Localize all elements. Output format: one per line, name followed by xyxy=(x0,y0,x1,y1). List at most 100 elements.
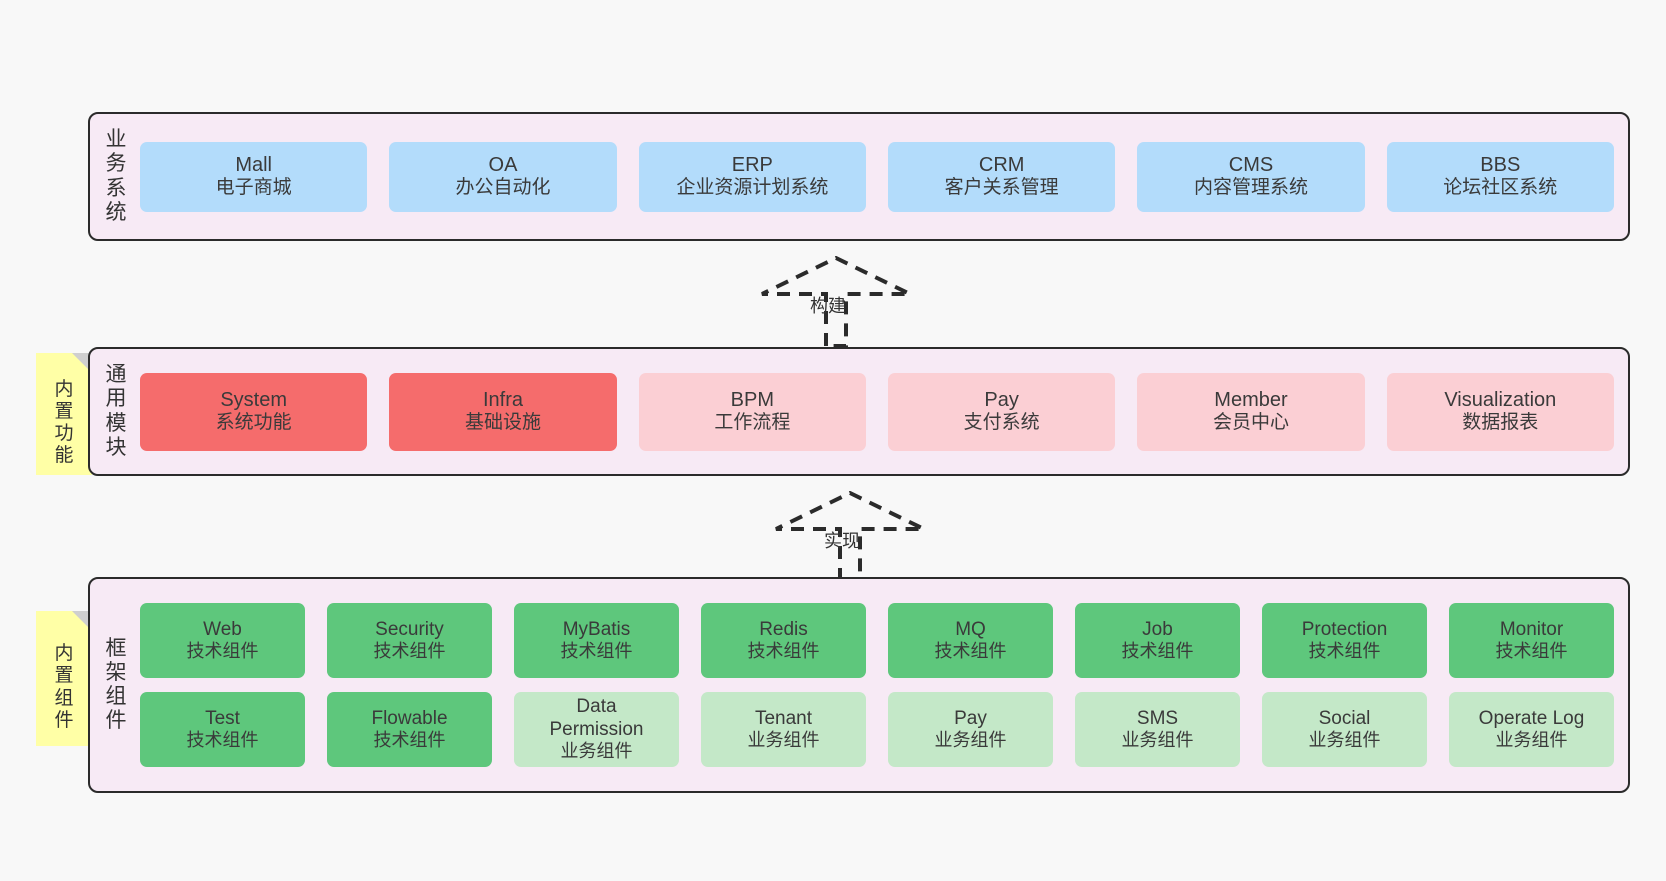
layer-common-modules: 通 用 模 块 System 系统功能 Infra 基础设施 BPM 工作流程 … xyxy=(88,347,1630,476)
box-erp-subtitle: 企业资源计划系统 xyxy=(676,177,829,199)
box-social-subtitle: 业务组件 xyxy=(1308,730,1381,751)
box-visualization-subtitle: 数据报表 xyxy=(1462,412,1539,434)
box-redis[interactable]: Redis 技术组件 xyxy=(701,603,866,678)
box-web[interactable]: Web 技术组件 xyxy=(140,603,305,678)
box-monitor-title: Monitor xyxy=(1499,618,1564,640)
box-security-title: Security xyxy=(375,618,444,640)
layer-business-systems: 业 务 系 统 Mall 电子商城 OA 办公自动化 ERP 企业资源计划系统 … xyxy=(88,112,1630,241)
box-system-subtitle: 系统功能 xyxy=(215,412,292,434)
box-mq-title: MQ xyxy=(955,618,986,640)
box-pay-module-title: Pay xyxy=(984,388,1019,411)
box-social[interactable]: Social 业务组件 xyxy=(1262,692,1427,767)
box-oa-subtitle: 办公自动化 xyxy=(455,177,551,199)
box-infra-subtitle: 基础设施 xyxy=(464,412,541,434)
box-oa-title: OA xyxy=(488,153,518,176)
layer-body-framework: Web 技术组件 Security 技术组件 MyBatis 技术组件 Redi… xyxy=(136,603,1628,767)
box-pay-module-subtitle: 支付系统 xyxy=(963,412,1040,434)
box-cms[interactable]: CMS 内容管理系统 xyxy=(1137,141,1365,212)
box-bpm[interactable]: BPM 工作流程 xyxy=(638,372,866,451)
box-mq-subtitle: 技术组件 xyxy=(934,641,1007,662)
box-member-title: Member xyxy=(1214,388,1288,411)
box-tenant-subtitle: 业务组件 xyxy=(747,730,820,751)
box-sms[interactable]: SMS 业务组件 xyxy=(1075,692,1240,767)
box-mybatis-subtitle: 技术组件 xyxy=(560,641,633,662)
connector-implement-label: 实现 xyxy=(824,531,860,551)
sticky-fold-icon xyxy=(72,611,92,631)
box-cms-subtitle: 内容管理系统 xyxy=(1193,177,1308,199)
box-pay-module[interactable]: Pay 支付系统 xyxy=(887,372,1116,451)
box-visualization-title: Visualization xyxy=(1444,388,1557,411)
box-flowable-title: Flowable xyxy=(371,707,448,729)
box-member-subtitle: 会员中心 xyxy=(1212,412,1289,434)
box-pay-component[interactable]: Pay 业务组件 xyxy=(888,692,1053,767)
box-bpm-title: BPM xyxy=(730,388,774,411)
box-data-permission[interactable]: Data Permission 业务组件 xyxy=(514,692,679,767)
layer-title-framework: 框 架 组 件 xyxy=(105,636,127,733)
box-mq[interactable]: MQ 技术组件 xyxy=(888,603,1053,678)
box-member[interactable]: Member 会员中心 xyxy=(1137,372,1365,451)
box-redis-title: Redis xyxy=(759,618,808,640)
box-erp-title: ERP xyxy=(731,153,773,176)
box-tenant[interactable]: Tenant 业务组件 xyxy=(701,692,866,767)
box-protection-title: Protection xyxy=(1301,618,1388,640)
box-mall[interactable]: Mall 电子商城 xyxy=(140,141,368,212)
box-flowable-subtitle: 技术组件 xyxy=(373,730,446,751)
box-bbs[interactable]: BBS 论坛社区系统 xyxy=(1386,141,1614,212)
box-crm-subtitle: 客户关系管理 xyxy=(944,177,1059,199)
box-bpm-subtitle: 工作流程 xyxy=(714,412,791,434)
box-web-subtitle: 技术组件 xyxy=(186,641,259,662)
box-visualization[interactable]: Visualization 数据报表 xyxy=(1386,372,1614,451)
box-test[interactable]: Test 技术组件 xyxy=(140,692,305,767)
box-redis-subtitle: 技术组件 xyxy=(747,641,820,662)
layer-body-business: Mall 电子商城 OA 办公自动化 ERP 企业资源计划系统 CRM 客户关系… xyxy=(136,141,1628,212)
box-bbs-subtitle: 论坛社区系统 xyxy=(1443,177,1558,199)
sticky-fold-icon xyxy=(72,353,92,373)
box-job[interactable]: Job 技术组件 xyxy=(1075,603,1240,678)
box-test-title: Test xyxy=(205,707,240,729)
connector-implement: 实现 xyxy=(770,490,930,583)
box-monitor[interactable]: Monitor 技术组件 xyxy=(1449,603,1614,678)
box-infra-title: Infra xyxy=(482,388,523,411)
box-mall-title: Mall xyxy=(235,153,272,176)
layer-title-modules: 通 用 模 块 xyxy=(105,363,127,459)
box-security[interactable]: Security 技术组件 xyxy=(327,603,492,678)
box-system-title: System xyxy=(220,388,287,411)
box-protection-subtitle: 技术组件 xyxy=(1308,641,1381,662)
sticky-note-builtin-features-label: 内 置 功 能 xyxy=(54,378,74,467)
box-test-subtitle: 技术组件 xyxy=(186,730,259,751)
connector-build: 构建 xyxy=(756,255,916,348)
row-modules-1: System 系统功能 Infra 基础设施 BPM 工作流程 Pay 支付系统… xyxy=(140,372,1614,451)
box-erp[interactable]: ERP 企业资源计划系统 xyxy=(638,141,866,212)
box-operate-log-title: Operate Log xyxy=(1478,707,1585,729)
box-crm[interactable]: CRM 客户关系管理 xyxy=(887,141,1116,212)
layer-title-business: 业 务 系 统 xyxy=(105,128,127,224)
box-monitor-subtitle: 技术组件 xyxy=(1495,641,1568,662)
sticky-note-builtin-components: 内 置 组 件 xyxy=(36,611,92,746)
box-mybatis[interactable]: MyBatis 技术组件 xyxy=(514,603,679,678)
box-protection[interactable]: Protection 技术组件 xyxy=(1262,603,1427,678)
box-job-subtitle: 技术组件 xyxy=(1121,641,1194,662)
box-operate-log[interactable]: Operate Log 业务组件 xyxy=(1449,692,1614,767)
sticky-note-builtin-features: 内 置 功 能 xyxy=(36,353,92,475)
layer-body-modules: System 系统功能 Infra 基础设施 BPM 工作流程 Pay 支付系统… xyxy=(136,372,1628,451)
layer-framework-components: 框 架 组 件 Web 技术组件 Security 技术组件 MyBatis 技… xyxy=(88,577,1630,793)
box-infra[interactable]: Infra 基础设施 xyxy=(389,372,617,451)
box-cms-title: CMS xyxy=(1228,153,1274,176)
connector-build-label: 构建 xyxy=(810,296,846,316)
box-sms-title: SMS xyxy=(1136,707,1179,729)
box-oa[interactable]: OA 办公自动化 xyxy=(389,141,617,212)
box-pay-component-title: Pay xyxy=(954,707,987,729)
box-operate-log-subtitle: 业务组件 xyxy=(1495,730,1568,751)
box-job-title: Job xyxy=(1142,618,1173,640)
box-bbs-title: BBS xyxy=(1480,153,1521,176)
box-sms-subtitle: 业务组件 xyxy=(1121,730,1194,751)
box-system[interactable]: System 系统功能 xyxy=(140,372,368,451)
sticky-note-builtin-components-label: 内 置 组 件 xyxy=(54,643,74,731)
box-mybatis-title: MyBatis xyxy=(562,618,631,640)
box-flowable[interactable]: Flowable 技术组件 xyxy=(327,692,492,767)
box-social-title: Social xyxy=(1318,707,1371,729)
box-tenant-title: Tenant xyxy=(754,707,813,729)
box-crm-title: CRM xyxy=(978,153,1025,176)
row-framework-2: Test 技术组件 Flowable 技术组件 Data Permission … xyxy=(140,692,1614,767)
